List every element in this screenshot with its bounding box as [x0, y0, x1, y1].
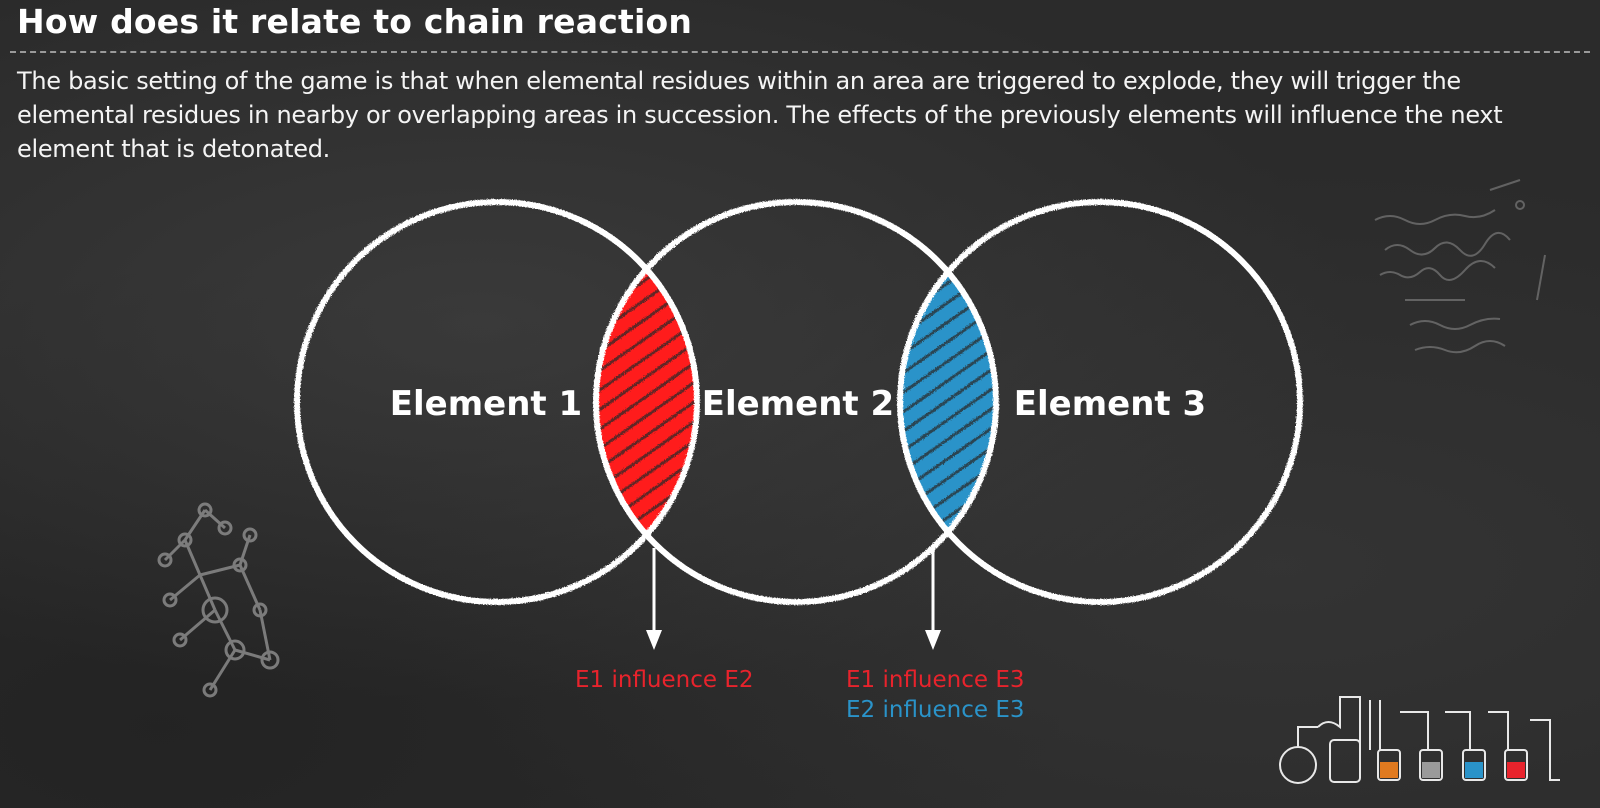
element-3-label: Element 3 [1014, 384, 1206, 424]
molecule-sketch-icon [157, 502, 280, 698]
element-3-circle [897, 199, 1303, 605]
title-divider [10, 51, 1590, 53]
element-1-circle [294, 199, 700, 605]
arrowhead-e1-e2 [646, 630, 662, 650]
intro-paragraph: The basic setting of the game is that wh… [17, 67, 1503, 163]
element-2-circle [593, 199, 999, 605]
element-1-label: Element 1 [390, 384, 582, 424]
slide-title: How does it relate to chain reaction [17, 2, 693, 41]
lab-apparatus-icon [1279, 696, 1560, 784]
note-e1-influence-e3: E1 influence E3 [846, 667, 1025, 693]
arrowhead-e2-e3 [925, 630, 941, 650]
chalk-formula-scribble-icon [1374, 179, 1546, 354]
note-e1-influence-e2: E1 influence E2 [575, 667, 754, 693]
note-e2-influence-e3: E2 influence E3 [846, 697, 1025, 723]
element-2-label: Element 2 [702, 384, 894, 424]
